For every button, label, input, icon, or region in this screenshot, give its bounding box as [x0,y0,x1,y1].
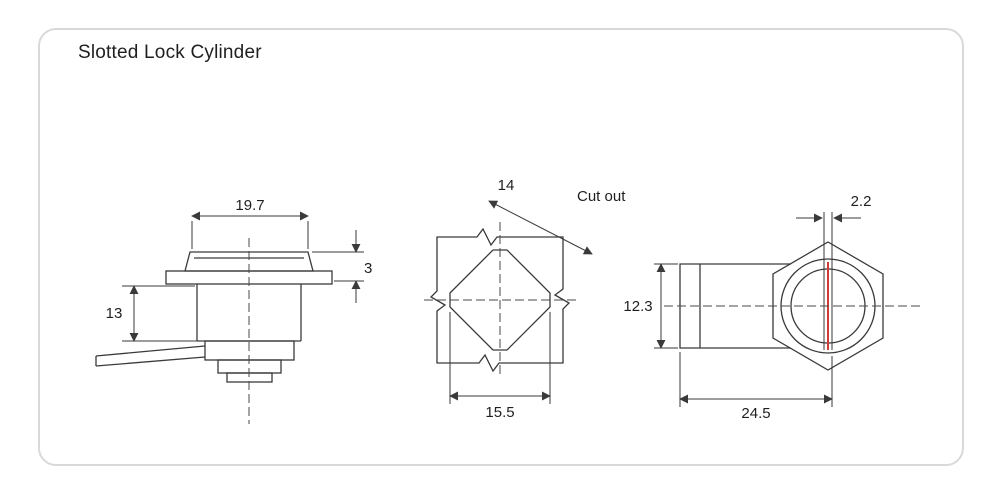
key-slot [823,212,833,350]
cam-lever [95,345,206,367]
hex-nut [772,241,884,371]
cutout-view: 14 Cut out 15.5 [424,177,626,421]
dim-cutout-side: 14 [488,177,593,255]
front-view: 2.2 12.3 24.5 [623,193,922,422]
dim-label-cutout-side: 14 [498,177,515,194]
dim-slot-width: 2.2 [796,193,872,223]
dim-front-length: 24.5 [679,352,833,422]
dim-label-body-height: 13 [106,305,123,322]
dim-label-front-height: 12.3 [623,298,652,315]
dim-cap-height: 3 [312,230,372,303]
dim-label-slot-width: 2.2 [851,193,872,210]
dim-cutout-width: 15.5 [449,312,551,421]
dim-label-cap-height: 3 [364,260,372,277]
dim-label-cutout-width: 15.5 [485,404,514,421]
dim-label-front-length: 24.5 [741,405,770,422]
cutout-caption: Cut out [577,188,626,205]
dim-front-height: 12.3 [623,263,678,349]
drawing-title: Slotted Lock Cylinder [78,42,262,63]
dim-label-cap-width: 19.7 [235,197,264,214]
dim-body-height: 13 [106,285,203,342]
side-view: 19.7 [95,197,372,424]
dim-cap-width: 19.7 [191,197,309,249]
